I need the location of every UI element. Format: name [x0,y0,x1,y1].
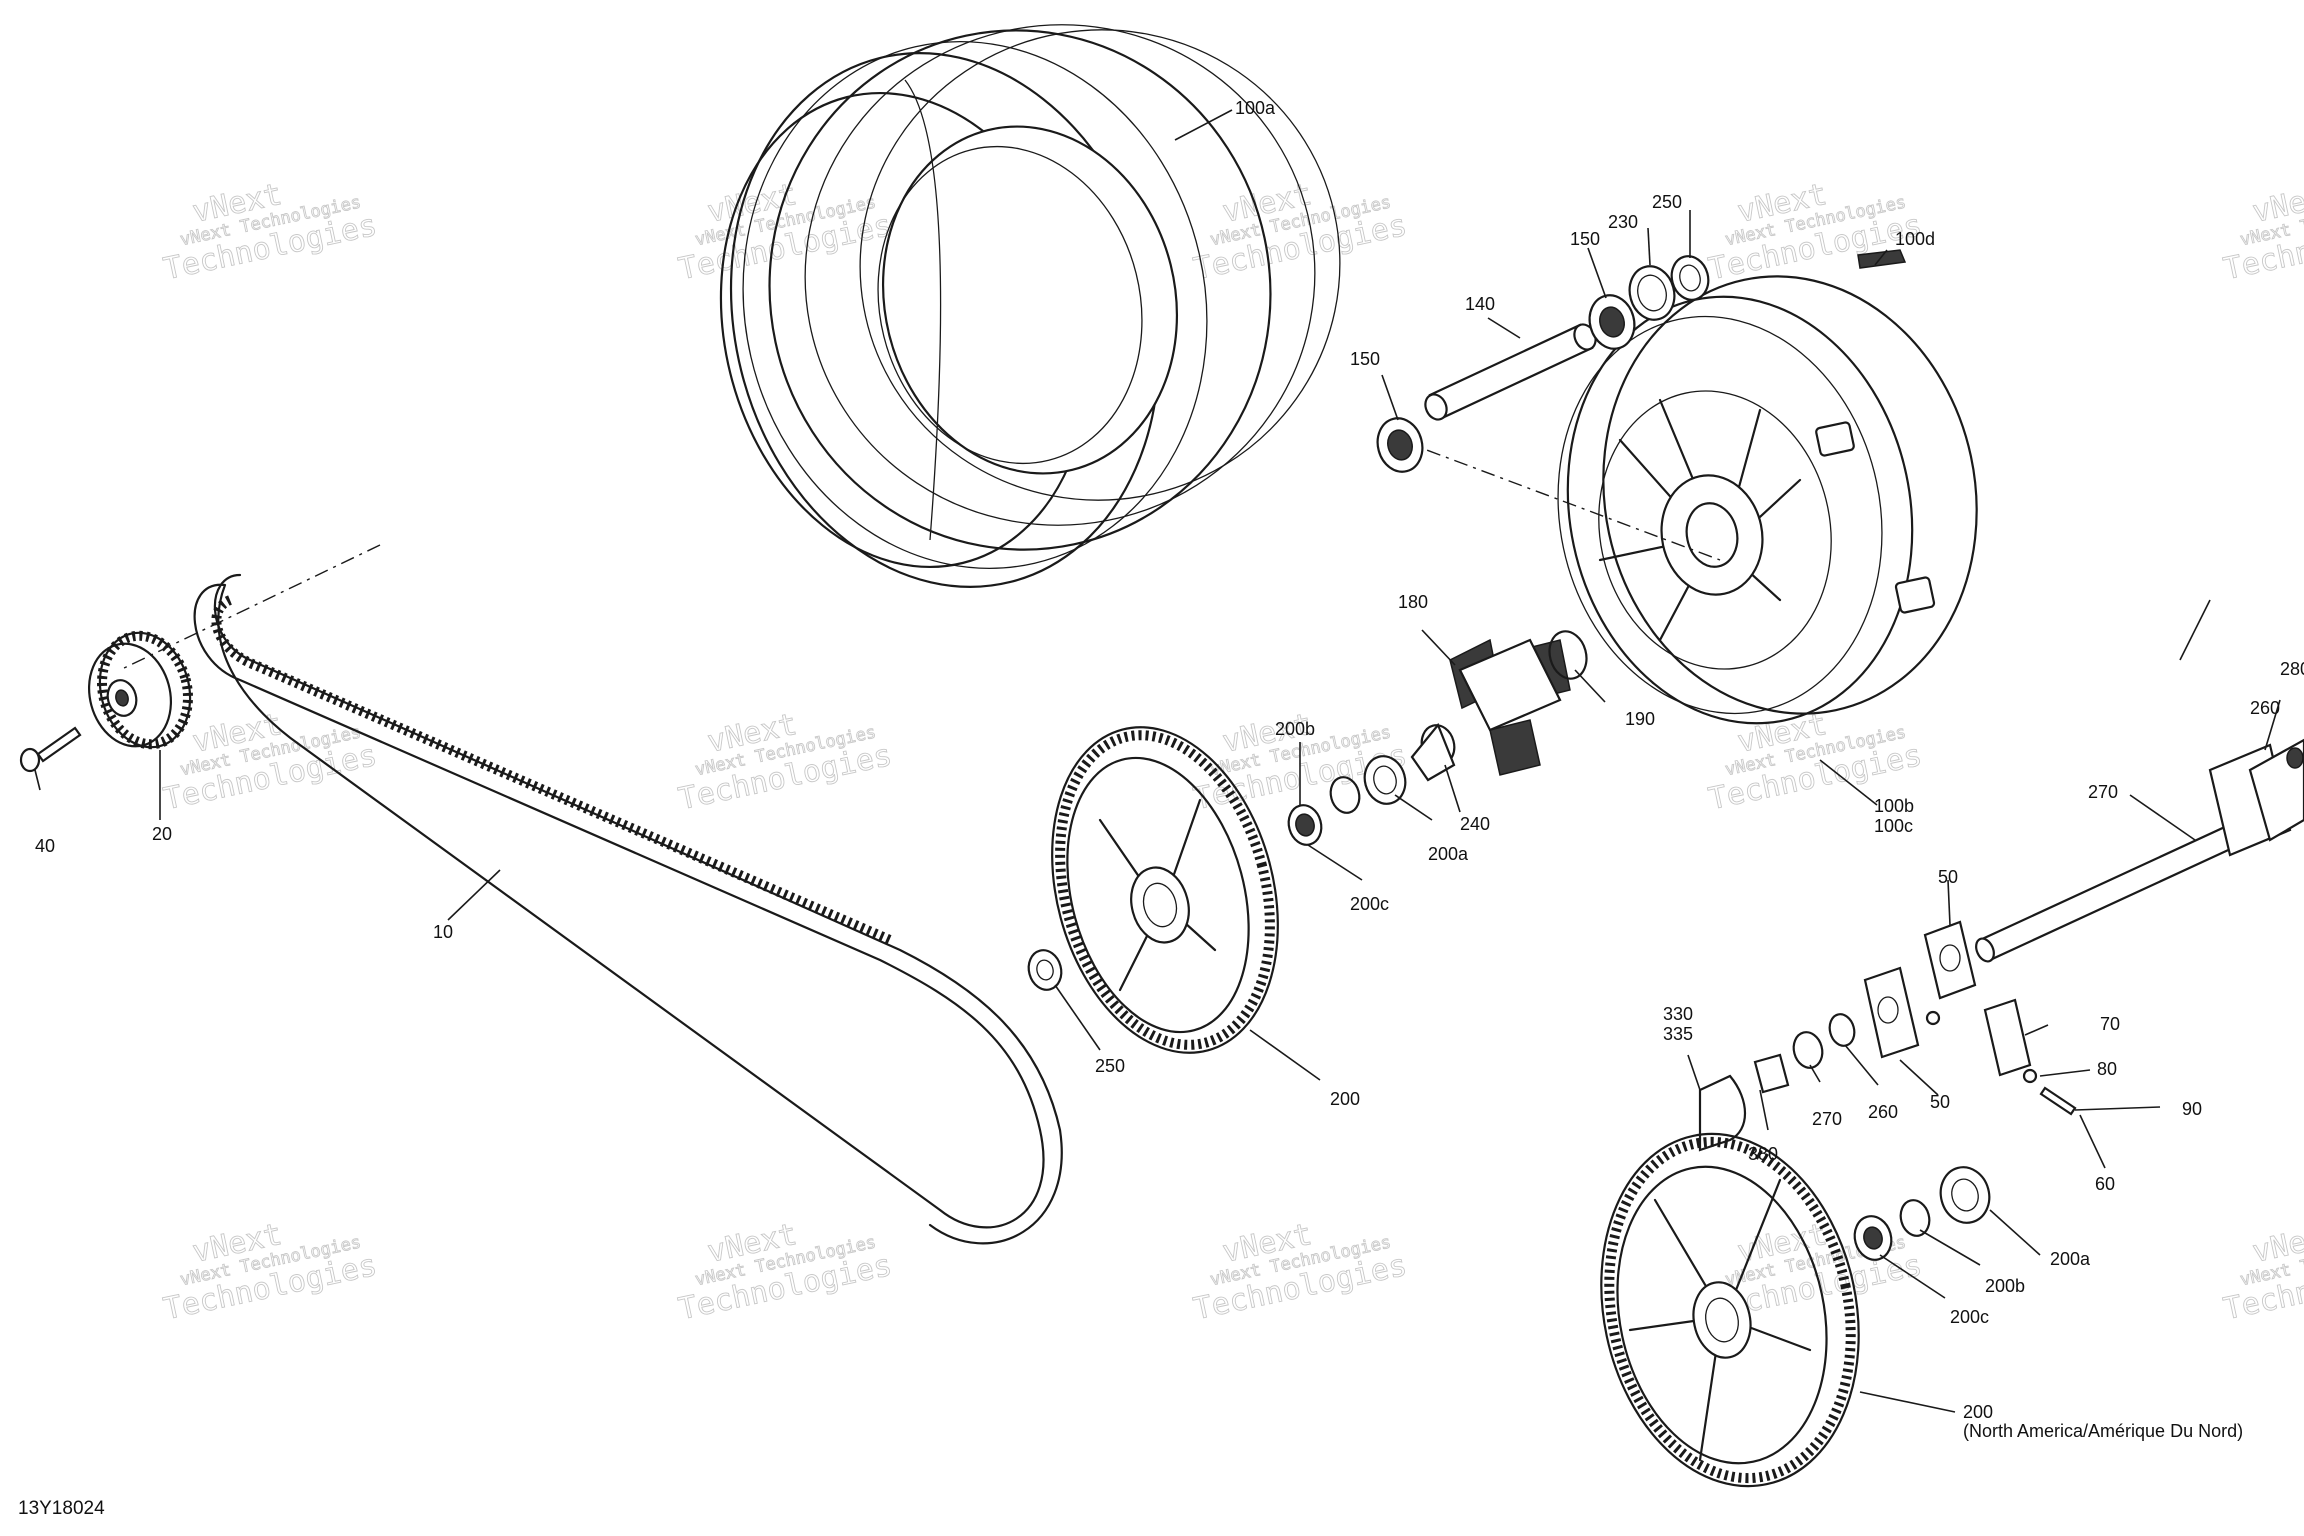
callout-200a-mid: 200a [1428,844,1469,864]
callout-100b: 100b [1874,796,1914,816]
callout-380: 380 [1748,1144,1778,1164]
callout-100c: 100c [1874,816,1913,836]
callout-40: 40 [35,836,55,856]
callout-260-low: 260 [1868,1102,1898,1122]
drawing-id: 13Y18024 [18,1498,105,1519]
watermark: vNext vNext Technologies Technologies [1705,176,1925,287]
watermark: vNext vNext Technologies Technologies [160,176,380,287]
callout-270-low: 270 [1812,1109,1842,1129]
callout-240: 240 [1460,814,1490,834]
callout-200c-mid: 200c [1350,894,1389,914]
watermark: vNext vNext Technologies Technologies [675,706,895,817]
callout-330: 330 [1663,1004,1693,1024]
callout-230: 230 [1608,212,1638,232]
callout-200b-low: 200b [1985,1276,2025,1296]
tire [719,24,1341,588]
callout-150-left: 150 [1350,349,1380,369]
axle-parts-top [1376,255,1721,561]
watermarks: vNext vNext Technologies Technologies vN… [160,176,2304,1327]
callout-200a-low: 200a [2050,1249,2091,1269]
sprocket-low [1600,1132,1991,1488]
callout-180: 180 [1398,592,1428,612]
watermark: vNext vNext Technologies Technologies [2220,176,2304,287]
callout-270-shaft: 270 [2088,782,2118,802]
sprocket-mid [1027,726,1407,1054]
region-note: (North America/Amérique Du Nord) [1963,1421,2243,1441]
leader-lines [34,109,2281,1413]
callout-200-mid: 200 [1330,1089,1360,1109]
callout-150-top: 150 [1570,229,1600,249]
callout-260-right: 260 [2250,698,2280,718]
watermark: vNext vNext Technologies Technologies [675,1216,895,1327]
watermark: vNext vNext Technologies Technologies [1190,176,1410,287]
callout-250-low: 250 [1095,1056,1125,1076]
callout-100d: 100d [1895,229,1935,249]
callout-labels: 100a 100d 140 150 150 230 250 180 190 20… [35,98,2304,1441]
callout-200c-low: 200c [1950,1307,1989,1327]
lower-right-parts [1698,738,2304,1152]
callout-50-low: 50 [1930,1092,1950,1112]
callout-90: 90 [2182,1099,2202,1119]
callout-100a: 100a [1235,98,1276,118]
callout-20: 20 [152,824,172,844]
callout-190: 190 [1625,709,1655,729]
cush-drive [1410,630,1588,782]
callout-10: 10 [433,922,453,942]
callout-60: 60 [2095,1174,2115,1194]
idler-pulley [19,630,193,773]
drive-belt [119,544,1063,1245]
callout-50-top: 50 [1938,867,1958,887]
callout-80: 80 [2097,1059,2117,1079]
callout-250-top: 250 [1652,192,1682,212]
callout-280: 280 [2280,659,2304,679]
watermark: vNext vNext Technologies Technologies [675,176,895,287]
watermark: vNext vNext Technologies Technologies [160,1216,380,1327]
callout-200-low: 200 [1963,1402,1993,1422]
callout-335: 335 [1663,1024,1693,1044]
watermark: vNext vNext Technologies Technologies [1190,1216,1410,1327]
callout-140: 140 [1465,294,1495,314]
watermark: vNext vNext Technologies Technologies [2220,1216,2304,1327]
wheel-rim [1557,249,1978,725]
callout-70: 70 [2100,1014,2120,1034]
callout-200b-top: 200b [1275,719,1315,739]
